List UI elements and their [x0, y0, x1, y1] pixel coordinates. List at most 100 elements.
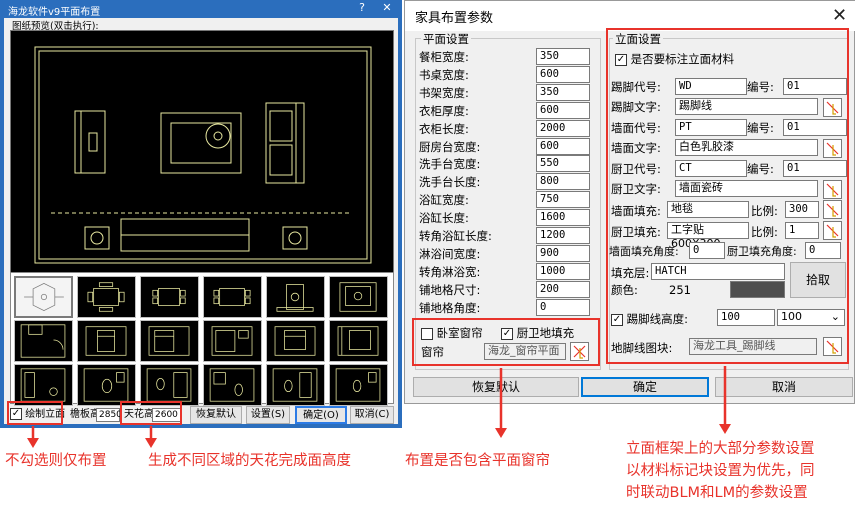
thumb-bedroom-e[interactable] [266, 320, 325, 362]
plan-field-input[interactable]: 1200 [536, 227, 590, 244]
pick-layer-button[interactable]: 拾取 [790, 262, 846, 298]
kb-fill-pick-button[interactable] [823, 221, 842, 240]
skirt-number-input[interactable]: 01 [783, 78, 847, 95]
draw-elevation-option[interactable]: ✓ 绘制立面 [10, 408, 65, 422]
plan-field-input[interactable]: 350 [536, 48, 590, 65]
skirt-height-select[interactable]: 100 ⌄ [777, 309, 845, 326]
plan-field-input[interactable]: 550 [536, 155, 590, 173]
plan-field-input[interactable]: 600 [536, 137, 590, 155]
thumb-bath-b[interactable] [77, 364, 136, 406]
highlight-draw-elevation [7, 401, 63, 425]
plan-field-label: 转角浴缸长度: [419, 229, 492, 243]
skirt-height-option[interactable]: ✓ 踢脚线高度: [611, 311, 688, 327]
plan-field-label: 衣柜厚度: [419, 103, 469, 118]
draw-elevation-checkbox[interactable]: ✓ [10, 408, 22, 420]
close-icon[interactable]: ✕ [382, 1, 392, 14]
reset-default-button[interactable]: 恢复默认 [413, 377, 579, 397]
plan-field-input[interactable]: 1600 [536, 209, 590, 227]
layout-window: 海龙软件v9平面布置 ? ✕ 图纸预览(双击执行): [0, 0, 402, 428]
wall-number-label: 编号: [747, 121, 774, 135]
wall-code-input[interactable]: PT [675, 119, 747, 136]
plan-field-input[interactable]: 350 [536, 83, 590, 101]
curtain-pick-button[interactable] [570, 342, 589, 361]
skirting-height-input[interactable]: 2850 [96, 408, 122, 422]
bath-fill-label: 厨卫地填充 [516, 326, 575, 340]
thumb-bedroom-a[interactable] [14, 320, 73, 362]
wall-fill-input[interactable]: 地毯 [667, 201, 749, 218]
plan-field-input[interactable]: 800 [536, 173, 590, 191]
plan-field-label: 转角淋浴宽: [419, 264, 481, 279]
reset-default-button[interactable]: 恢复默认 [190, 406, 242, 424]
skirt-block-pick-button[interactable] [823, 337, 842, 356]
thumb-living-room[interactable] [14, 276, 73, 318]
cancel-button[interactable]: 取消(C) [350, 406, 394, 424]
mark-elevation-option[interactable]: ✓ 是否要标注立面材料 [615, 51, 734, 67]
plan-field-input[interactable]: 600 [536, 65, 590, 83]
kb-text-pick-button[interactable] [823, 180, 842, 199]
plan-field-input[interactable]: 200 [536, 280, 590, 298]
thumb-bath-e[interactable] [266, 364, 325, 406]
thumb-bath-a[interactable] [14, 364, 73, 406]
plan-field-input[interactable]: 900 [536, 244, 590, 262]
bedroom-curtain-option[interactable]: 卧室窗帘 [421, 325, 483, 341]
mark-elevation-checkbox[interactable]: ✓ [615, 53, 627, 66]
thumb-bedroom-d[interactable] [203, 320, 262, 362]
thumb-desk[interactable] [266, 276, 325, 318]
kb-code-input[interactable]: CT [675, 160, 747, 177]
plan-field-input[interactable]: 600 [536, 101, 590, 119]
thumb-bedroom-b[interactable] [77, 320, 136, 362]
thumb-dining-c[interactable] [203, 276, 262, 318]
skirt-height-input[interactable]: 100 [717, 309, 775, 326]
pick-icon [826, 340, 839, 354]
plan-field-input[interactable]: 2000 [536, 119, 590, 137]
cancel-button[interactable]: 取消 [715, 377, 853, 397]
wall-code-label: 墙面代号: [611, 121, 661, 135]
plan-field-input[interactable]: 0 [536, 298, 590, 316]
bedroom-curtain-checkbox[interactable] [421, 327, 433, 340]
wall-number-input[interactable]: 01 [783, 119, 847, 136]
bath-fill-checkbox[interactable]: ✓ [501, 327, 513, 340]
layout-type-gallery [10, 272, 394, 406]
help-icon[interactable]: ? [359, 1, 365, 14]
color-swatch[interactable] [730, 281, 785, 298]
color-label: 颜色: [611, 283, 638, 297]
thumb-bedroom-c[interactable] [140, 320, 199, 362]
plan-field-input[interactable]: 1000 [536, 262, 590, 280]
wall-text-input[interactable]: 白色乳胶漆 [675, 139, 818, 156]
skirt-text-pick-button[interactable] [823, 98, 842, 117]
ceiling-height-input[interactable]: 2600 [152, 408, 182, 422]
skirt-block-input[interactable]: 海龙工具_踢脚线 [689, 338, 817, 355]
wall-fill-pick-button[interactable] [823, 200, 842, 219]
skirt-height-checkbox[interactable]: ✓ [611, 313, 623, 326]
skirt-number-label: 编号: [747, 80, 774, 94]
wall-angle-input[interactable]: 0 [689, 242, 725, 259]
bath-fill-option[interactable]: ✓ 厨卫地填充 [501, 325, 574, 341]
kb-text-label: 厨卫文字: [611, 182, 661, 196]
plan-field-label: 厨房台宽度: [419, 139, 481, 154]
ok-button[interactable]: 确定(O) [295, 406, 347, 424]
annotation-line-3: 时联动BLM和LM的参数设置 [626, 485, 808, 501]
elevation-settings-title: 立面设置 [613, 31, 663, 47]
curtain-block-input[interactable]: 海龙_窗帘平面 [484, 343, 566, 360]
thumb-bath-f[interactable] [329, 364, 388, 406]
kb-angle-input[interactable]: 0 [805, 242, 841, 259]
ok-button[interactable]: 确定 [581, 377, 709, 397]
thumb-bedroom-f[interactable] [329, 320, 388, 362]
kb-text-input[interactable]: 墙面瓷砖 [675, 180, 818, 197]
thumb-bath-d[interactable] [203, 364, 262, 406]
kb-fill-ratio-input[interactable]: 1 [785, 222, 819, 239]
wall-fill-ratio-input[interactable]: 300 [785, 201, 819, 218]
thumb-dining-a[interactable] [77, 276, 136, 318]
plan-field-input[interactable]: 750 [536, 191, 590, 209]
wall-text-pick-button[interactable] [823, 139, 842, 158]
skirt-text-input[interactable]: 踢脚线 [675, 98, 818, 115]
close-icon[interactable]: ✕ [832, 5, 848, 26]
skirt-code-input[interactable]: WD [675, 78, 747, 95]
fill-layer-input[interactable]: HATCH [651, 263, 785, 280]
annotation-curtain: 布置是否包含平面窗帘 [405, 453, 550, 469]
kb-number-input[interactable]: 01 [783, 160, 847, 177]
settings-button[interactable]: 设置(S) [246, 406, 290, 424]
thumb-bed[interactable] [329, 276, 388, 318]
highlight-elevation-settings [606, 28, 849, 364]
thumb-dining-b[interactable] [140, 276, 199, 318]
